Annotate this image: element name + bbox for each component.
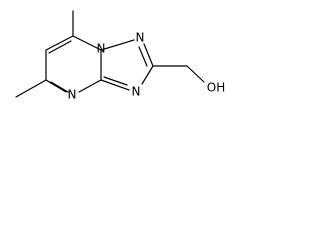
nitrogen-label-top: N bbox=[136, 31, 145, 45]
nitrogen-label-bridge: N bbox=[97, 42, 106, 56]
nitrogen-label-right-ring: N bbox=[132, 85, 141, 99]
bond-c7-c6-double bbox=[48, 40, 72, 54]
bond-ch2-o bbox=[186, 65, 205, 83]
bond-c5-methyl bbox=[15, 79, 47, 98]
bond-n3-c3a-double bbox=[103, 76, 128, 86]
bond-n3-c3a bbox=[100, 79, 130, 91]
hydroxyl-label: OH bbox=[207, 81, 225, 95]
bond-n1-c2-double bbox=[138, 46, 148, 67]
bond-n1-c2 bbox=[143, 43, 154, 67]
bond-n4-c3a bbox=[78, 79, 102, 93]
nitrogen-label-left-ring: N bbox=[68, 88, 77, 102]
bond-c7-c6 bbox=[45, 35, 74, 51]
bond-n8-c7 bbox=[72, 35, 102, 51]
bond-c5-n4 bbox=[45, 79, 67, 93]
chemical-structure-diagram: N N N N OH bbox=[15, 10, 225, 102]
bond-n8-n1 bbox=[100, 39, 135, 51]
bond-c5-n4-double bbox=[50, 81, 69, 93]
bond-c2-n3 bbox=[141, 65, 154, 85]
